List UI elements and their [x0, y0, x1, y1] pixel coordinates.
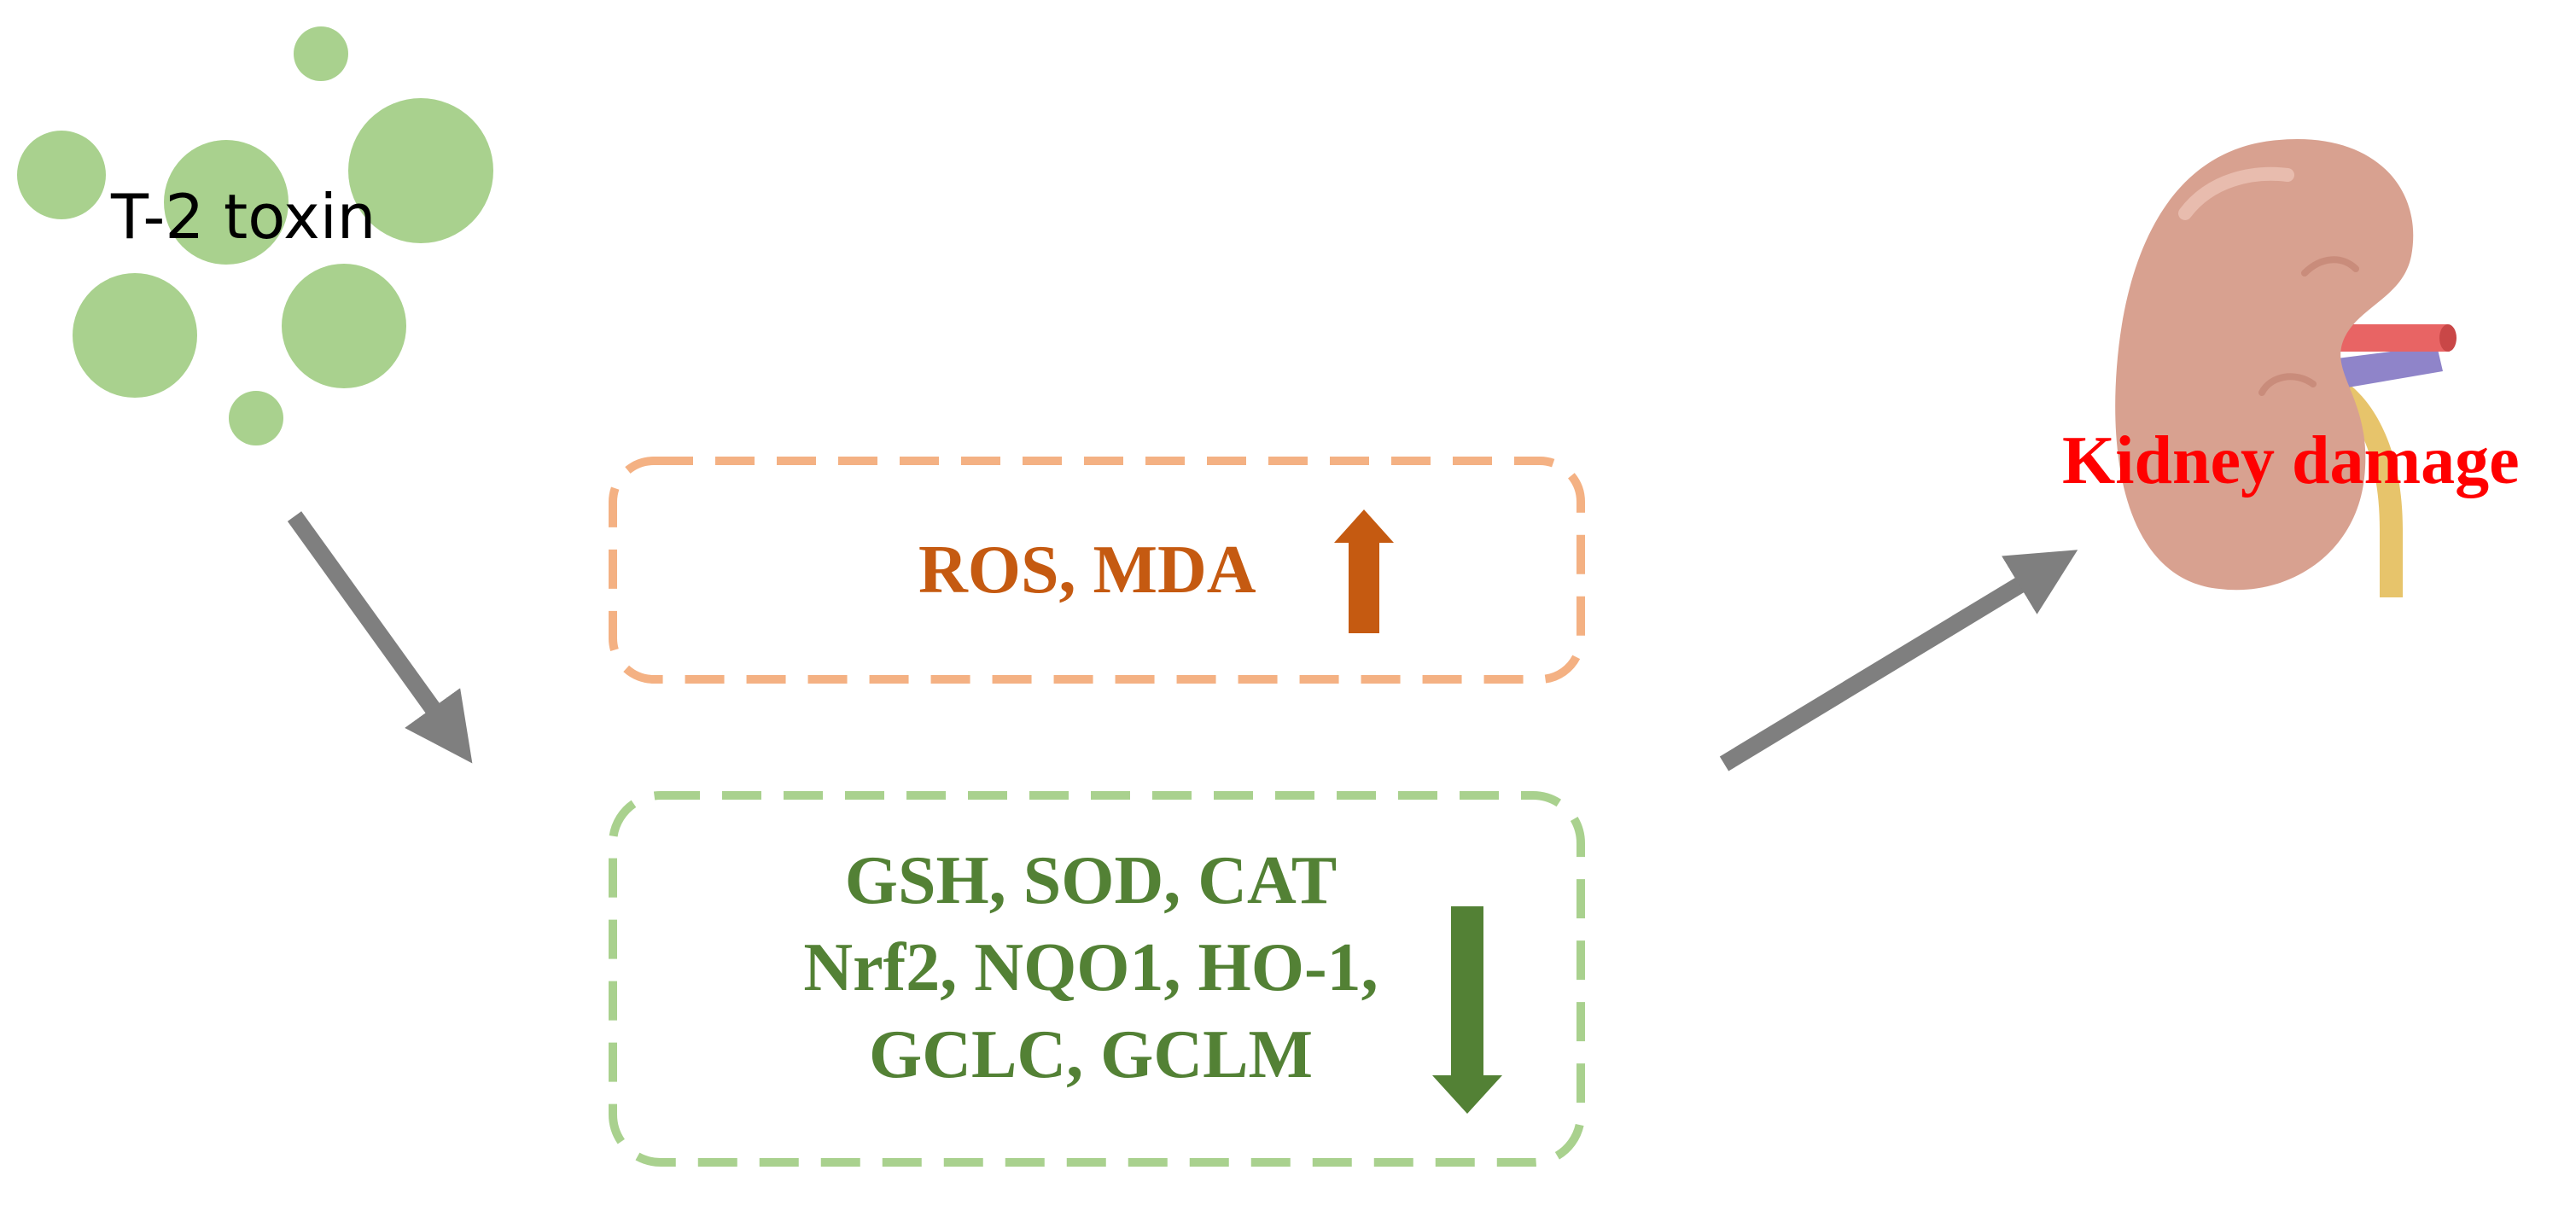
- decreased-markers-line: Nrf2, NQO1, HO-1,: [803, 930, 1378, 1005]
- kidney-damage-label: Kidney damage: [2062, 423, 2520, 498]
- toxin-label: T-2 toxin: [111, 181, 376, 253]
- decreased-markers-line: GCLC, GCLM: [869, 1017, 1313, 1092]
- increased-markers-box: [609, 457, 1585, 684]
- arrow-down-icon: [1432, 906, 1502, 1114]
- decreased-markers-line: GSH, SOD, CAT: [844, 843, 1338, 918]
- increased-markers-label: ROS, MDA: [918, 533, 1256, 608]
- toxin-to-effects-arrow: [287, 511, 473, 764]
- arrow-up-icon: [1334, 509, 1394, 633]
- effects-to-kidney-arrow: [1719, 550, 2078, 771]
- decreased-markers-box: [609, 791, 1585, 1167]
- toxin-particles-icon: [17, 26, 493, 445]
- kidney-icon: [2115, 138, 2457, 597]
- decreased-markers-label: GSH, SOD, CAT Nrf2, NQO1, HO-1, GCLC, GC…: [766, 847, 1415, 1108]
